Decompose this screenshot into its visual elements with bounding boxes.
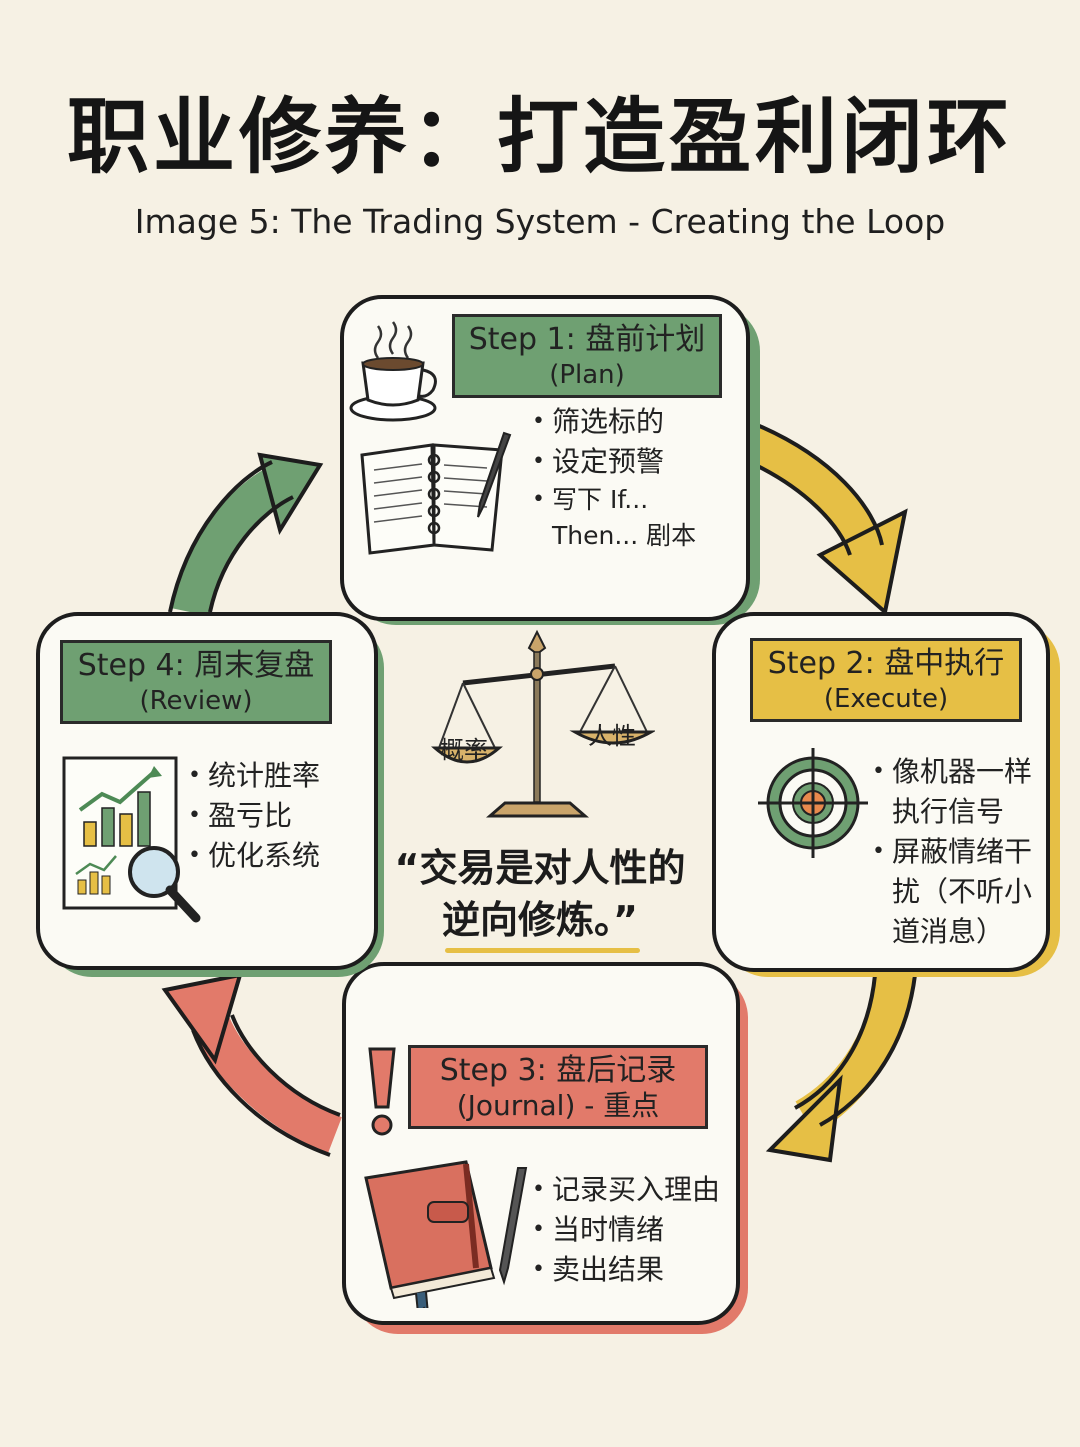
list-item: 筛选标的 bbox=[532, 402, 742, 442]
step4-list: 统计胜率 盈亏比 优化系统 bbox=[188, 756, 358, 876]
target-icon bbox=[758, 748, 868, 858]
step4-subtitle: (Review) bbox=[139, 686, 253, 716]
scale-right-label: 人性 bbox=[588, 722, 636, 750]
notebook-pen-icon bbox=[360, 431, 512, 555]
scale-left-label: 概率 bbox=[440, 736, 488, 764]
list-item: 记录买入理由 bbox=[532, 1170, 732, 1210]
pen-icon bbox=[498, 1167, 528, 1286]
step2-subtitle: (Execute) bbox=[823, 684, 949, 714]
step2-title: Step 2: 盘中执行 bbox=[767, 646, 1005, 681]
step4-title: Step 4: 周末复盘 bbox=[77, 648, 315, 683]
step1-subtitle: (Plan) bbox=[549, 360, 625, 390]
list-item: 屏蔽情绪干扰（不听小道消息） bbox=[872, 832, 1034, 952]
list-item: 设定预警 bbox=[532, 442, 742, 482]
arrow-plan-to-execute bbox=[737, 418, 908, 616]
journal-book-icon bbox=[364, 1160, 528, 1308]
coffee-cup-icon bbox=[349, 321, 437, 422]
step3-subtitle: (Journal) - 重点 bbox=[456, 1089, 660, 1122]
quote-line-2: 逆向修炼。” bbox=[442, 898, 638, 942]
quote-line-1: “交易是对人性的 bbox=[394, 846, 686, 890]
step4-banner: Step 4: 周末复盘 (Review) bbox=[60, 640, 332, 724]
step2-banner: Step 2: 盘中执行 (Execute) bbox=[750, 638, 1022, 722]
quote-underline bbox=[445, 948, 640, 953]
step1-title: Step 1: 盘前计划 bbox=[468, 322, 706, 357]
list-item: 统计胜率 bbox=[188, 756, 358, 796]
step3-list: 记录买入理由 当时情绪 卖出结果 bbox=[532, 1170, 732, 1290]
arrow-journal-to-review bbox=[161, 972, 343, 1157]
list-item: 卖出结果 bbox=[532, 1250, 732, 1290]
balance-scale-icon bbox=[431, 629, 655, 818]
list-item: 写下 If... Then... 剧本 bbox=[532, 482, 742, 554]
arrow-review-to-plan bbox=[168, 452, 324, 617]
chart-magnifier-icon bbox=[62, 756, 201, 923]
center-quote: “交易是对人性的 逆向修炼。” bbox=[375, 842, 705, 946]
step1-banner: Step 1: 盘前计划 (Plan) bbox=[452, 314, 722, 398]
arrow-execute-to-journal bbox=[765, 972, 917, 1163]
step3-banner: Step 3: 盘后记录 (Journal) - 重点 bbox=[408, 1045, 708, 1129]
list-item: 优化系统 bbox=[188, 836, 358, 876]
step1-list: 筛选标的 设定预警 写下 If... Then... 剧本 bbox=[532, 402, 742, 554]
list-item: 当时情绪 bbox=[532, 1210, 732, 1250]
list-item: 像机器一样执行信号 bbox=[872, 752, 1034, 832]
step2-list: 像机器一样执行信号 屏蔽情绪干扰（不听小道消息） bbox=[872, 752, 1034, 952]
page-subtitle: Image 5: The Trading System - Creating t… bbox=[134, 202, 946, 241]
exclamation-icon bbox=[368, 1047, 396, 1136]
page-title: 职业修养：打造盈利闭环 bbox=[66, 90, 1013, 185]
step3-title: Step 3: 盘后记录 bbox=[439, 1053, 677, 1088]
list-item: 盈亏比 bbox=[188, 796, 358, 836]
